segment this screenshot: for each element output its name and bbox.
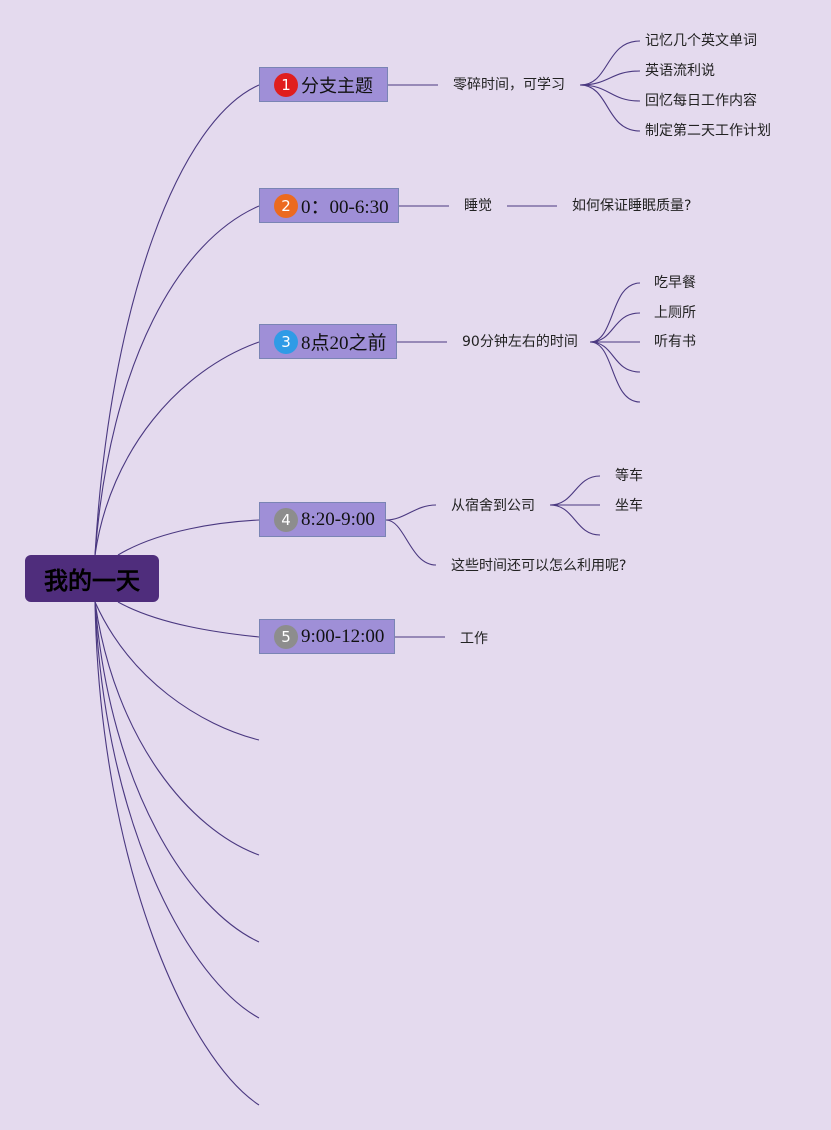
connector-b3-leaf1	[589, 282, 641, 343]
number-5-icon: 5	[274, 624, 298, 649]
connector-root-empty2	[94, 601, 260, 856]
branch-topic-5[interactable]: 5 9:00-12:00	[259, 619, 395, 654]
connector-b3-leaf4	[589, 341, 641, 373]
branch-topic-4[interactable]: 4 8:20-9:00	[259, 502, 386, 537]
number-2-icon: 2	[274, 193, 298, 218]
connector-root-b3	[94, 341, 260, 556]
subtopic-commute[interactable]: 从宿舍到公司	[451, 498, 535, 514]
number-4-icon: 4	[274, 507, 298, 532]
connector-root-b4	[117, 519, 260, 556]
connector-b4-child2	[385, 519, 437, 566]
connector-b1-leaf2	[579, 70, 641, 86]
connector-root-empty4	[94, 601, 260, 1019]
connector-root-b2	[94, 205, 260, 556]
branch-topic-4-label: 8:20-9:00	[301, 508, 375, 530]
leaf-1-4[interactable]: 制定第二天工作计划	[645, 123, 771, 139]
leaf-3-3[interactable]: 听有书	[654, 334, 696, 350]
subtopic-work[interactable]: 工作	[460, 631, 488, 647]
leaf-1-2[interactable]: 英语流利说	[645, 63, 715, 79]
branch-topic-1[interactable]: 1 分支主题	[259, 67, 388, 102]
connector-b1-leaf3	[579, 84, 641, 102]
leaf-1-3[interactable]: 回忆每日工作内容	[645, 93, 757, 109]
leaf-1-1[interactable]: 记忆几个英文单词	[645, 33, 757, 49]
root-topic[interactable]: 我的一天	[25, 555, 159, 602]
leaf-3-1[interactable]: 吃早餐	[654, 275, 696, 291]
root-topic-label: 我的一天	[44, 567, 140, 595]
subtopic-90-minutes[interactable]: 90分钟左右的时间	[462, 334, 578, 350]
connector-b4-child1	[385, 504, 437, 521]
connector-root-empty5	[94, 601, 260, 1106]
branch-topic-3-label: 8点20之前	[301, 333, 387, 354]
number-3-icon: 3	[274, 329, 298, 354]
leaf-4-1[interactable]: 等车	[615, 468, 643, 484]
branch-topic-2[interactable]: 2 0：00-6:30	[259, 188, 399, 223]
connector-root-b5	[117, 601, 260, 638]
leaf-4-2[interactable]: 坐车	[615, 498, 643, 514]
connector-b3-leaf2	[589, 312, 641, 343]
connector-root-b1	[94, 84, 260, 556]
connector-b3-leaf5	[589, 341, 641, 403]
subtopic-fragment-time[interactable]: 零碎时间，可学习	[453, 77, 565, 93]
subtopic-sleep[interactable]: 睡觉	[464, 198, 492, 214]
number-1-icon: 1	[274, 72, 298, 97]
connector-root-empty3	[94, 601, 260, 943]
branch-topic-2-label: 0：00-6:30	[301, 197, 389, 218]
connector-root-empty1	[94, 601, 260, 741]
leaf-3-2[interactable]: 上厕所	[654, 305, 696, 321]
connector-b4-leaf1	[549, 475, 601, 506]
subtopic-how-to-use-time[interactable]: 这些时间还可以怎么利用呢?	[451, 558, 627, 574]
leaf-2-1[interactable]: 如何保证睡眠质量?	[572, 198, 692, 214]
branch-topic-1-label: 分支主题	[301, 75, 373, 97]
connector-b1-leaf1	[579, 40, 641, 86]
connector-b4-leaf3	[549, 504, 601, 536]
branch-topic-3[interactable]: 3 8点20之前	[259, 324, 397, 359]
branch-topic-5-label: 9:00-12:00	[301, 625, 385, 647]
connector-b1-leaf4	[579, 84, 641, 132]
